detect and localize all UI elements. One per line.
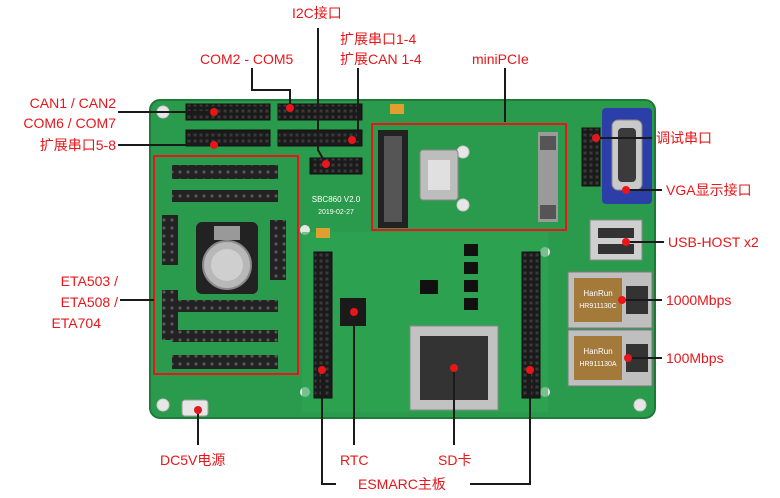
battery-holder (196, 222, 258, 294)
label-eta704: ETA704 (51, 315, 101, 331)
pin-headers-top (185, 103, 363, 175)
label-ext-can: 扩展CAN 1-4 (340, 51, 422, 67)
label-usb-host: USB-HOST x2 (668, 234, 759, 250)
label-rtc: RTC (340, 452, 369, 468)
label-ext-serial-1-4: 扩展串口1-4 (340, 31, 417, 47)
label-eta503: ETA503 / (60, 273, 118, 289)
usb-connector (589, 219, 643, 261)
minipcie-slot (378, 130, 558, 228)
label-can1-can2: CAN1 / CAN2 (29, 95, 116, 111)
label-dc5v: DC5V电源 (160, 452, 226, 468)
label-debug-serial: 调试串口 (656, 130, 712, 146)
label-minipcie: miniPCIe (472, 51, 529, 67)
magjack2-brand: HanRun (583, 347, 612, 356)
minipcie-highlight-box (371, 123, 567, 231)
debug-serial-header (581, 127, 601, 187)
callout-dots (194, 104, 632, 414)
magjack1-model: HR911130C (579, 303, 617, 310)
board-model: SBC860 V2.0 (312, 195, 361, 204)
eta-socket-area (162, 165, 286, 369)
label-com6-com7: COM6 / COM7 (23, 115, 116, 131)
magjack2-model: HR911130A (579, 361, 616, 368)
label-i2c: I2C接口 (292, 5, 342, 21)
label-ext-serial-5-8: 扩展串口5-8 (39, 137, 116, 153)
label-eta508: ETA508 / (60, 294, 118, 310)
label-1000mbps: 1000Mbps (666, 292, 732, 308)
label-esmarc: ESMARC主板 (358, 476, 446, 492)
magjack1-brand: HanRun (583, 289, 612, 298)
board-date: 2019-02-27 (318, 209, 354, 216)
label-com2-com5: COM2 - COM5 (200, 51, 294, 67)
label-sd: SD卡 (438, 452, 472, 468)
rj45-1000mbps: HanRun HR911130C (567, 271, 653, 329)
eta-highlight-box (153, 155, 299, 375)
label-vga: VGA显示接口 (666, 182, 752, 198)
label-100mbps: 100Mbps (666, 350, 724, 366)
